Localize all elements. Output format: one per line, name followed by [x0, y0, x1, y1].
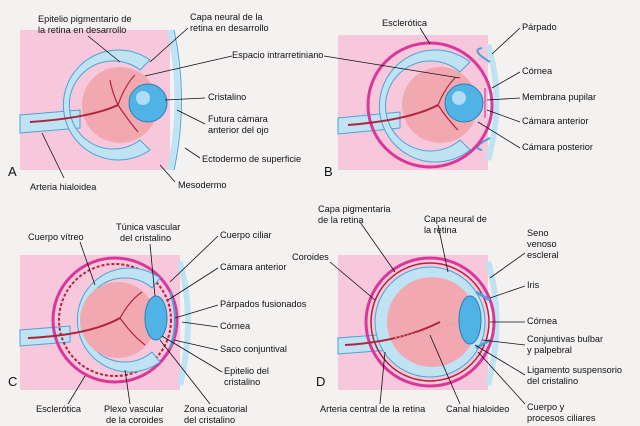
label-espacio-intrarretiniano: Espacio intrarretiniano [232, 50, 323, 60]
panel-b [337, 35, 500, 170]
panel-letter-a: A [8, 164, 17, 179]
label-d-capa-neural-2: la retina [424, 225, 458, 235]
label-d-capa-neural-1: Capa neural de [424, 214, 487, 224]
label-d-cuerpo-1: Cuerpo y [527, 402, 565, 412]
label-d-seno-3: escleral [527, 250, 559, 260]
label-c-cuerpo-ciliar: Cuerpo ciliar [220, 230, 272, 240]
label-c-epitelio-2: cristalino [224, 377, 260, 387]
label-d-seno-2: venoso [527, 239, 557, 249]
label-d-capa-pigmentaria-1: Capa pigmentaria [318, 204, 391, 214]
label-d-conjuntivas-2: y palpebral [527, 345, 572, 355]
panel-b-optic-cup [378, 49, 471, 163]
label-a-epitelio-2: la retina en desarrollo [38, 25, 126, 35]
label-a-arteria-hialoidea: Arteria hialoidea [30, 182, 97, 192]
panel-letter-b: B [324, 164, 333, 179]
label-c-cuerpo-vitreo: Cuerpo vítreo [28, 232, 84, 242]
label-a-ectodermo: Ectodermo de superficie [202, 154, 301, 164]
panel-a [19, 29, 182, 171]
panel-letter-d: D [316, 374, 325, 389]
label-c-plexo-2: de la coroides [106, 415, 164, 425]
label-d-ligamento-1: Ligamento suspensorio [527, 365, 622, 375]
label-d-conjuntivas-1: Conjuntivas bulbar [527, 334, 603, 344]
label-c-cornea: Córnea [220, 321, 251, 331]
label-d-ligamento-2: del cristalino [527, 376, 578, 386]
label-c-saco-conjuntival: Saco conjuntival [220, 344, 287, 354]
panel-b-lens [444, 83, 484, 123]
label-a-capa-neural-1: Capa neural de la [190, 12, 263, 22]
label-c-plexo-1: Plexo vascular [104, 404, 164, 414]
leader-lines [41, 27, 526, 405]
label-d-coroides: Coroides [292, 252, 329, 262]
label-b-parpado: Párpado [522, 22, 557, 32]
label-a-mesodermo: Mesodermo [178, 180, 227, 190]
panel-a-surface-ectoderm [167, 29, 181, 171]
label-b-cornea: Córnea [522, 66, 553, 76]
label-a-capa-neural-2: retina en desarrollo [190, 23, 269, 33]
panel-b-sclera [366, 41, 494, 169]
label-d-arteria-central: Arteria central de la retina [320, 404, 426, 414]
label-a-epitelio-1: Epitelio pigmentario de [38, 14, 131, 24]
label-d-cornea: Córnea [527, 316, 558, 326]
panel-c-fused-eyelids [169, 291, 176, 349]
label-b-camara-posterior: Cámara posterior [522, 142, 593, 152]
label-a-futura-1: Futura cámara [208, 114, 269, 124]
panel-a-lens [128, 83, 168, 123]
panel-c-choroid-plexus [58, 263, 172, 377]
label-b-membrana-pupilar: Membrana pupilar [522, 92, 596, 102]
label-c-camara-anterior: Cámara anterior [220, 262, 286, 272]
panel-a-optic-cup [62, 49, 151, 161]
panel-d-vitreous [387, 277, 477, 367]
label-d-seno-1: Seno [527, 228, 548, 238]
panel-c-lens [144, 295, 168, 341]
label-c-tunica-2: del cristalino [120, 233, 171, 243]
label-d-cuerpo-2: procesos ciliares [527, 413, 596, 423]
label-c-epitelio-1: Epitelio del [224, 366, 269, 376]
label-d-capa-pigmentaria-2: de la retina [318, 215, 364, 225]
label-b-esclerotica: Esclerótica [382, 18, 428, 28]
panel-letter-c: C [8, 374, 17, 389]
label-d-canal-hialoideo: Canal hialoideo [446, 404, 509, 414]
panel-a-hyaloid-artery [29, 104, 119, 123]
label-c-zona-2: del cristalino [184, 415, 235, 425]
label-a-cristalino: Cristalino [208, 92, 246, 102]
panel-c-sclera [51, 256, 179, 384]
panel-d-lens [458, 295, 482, 345]
label-d-iris: Iris [527, 280, 540, 290]
label-b-camara-anterior: Cámara anterior [522, 116, 588, 126]
panel-c [19, 255, 191, 390]
panel-b-hyaloid-artery [347, 104, 439, 126]
label-a-futura-2: anterior del ojo [208, 125, 269, 135]
label-c-esclerotica: Esclerótica [36, 404, 82, 414]
label-c-zona-1: Zona ecuatorial [184, 404, 247, 414]
label-c-parpados-fusionados: Párpados fusionados [220, 299, 307, 309]
label-c-tunica-1: Túnica vascular [116, 222, 180, 232]
panel-d [337, 255, 500, 390]
